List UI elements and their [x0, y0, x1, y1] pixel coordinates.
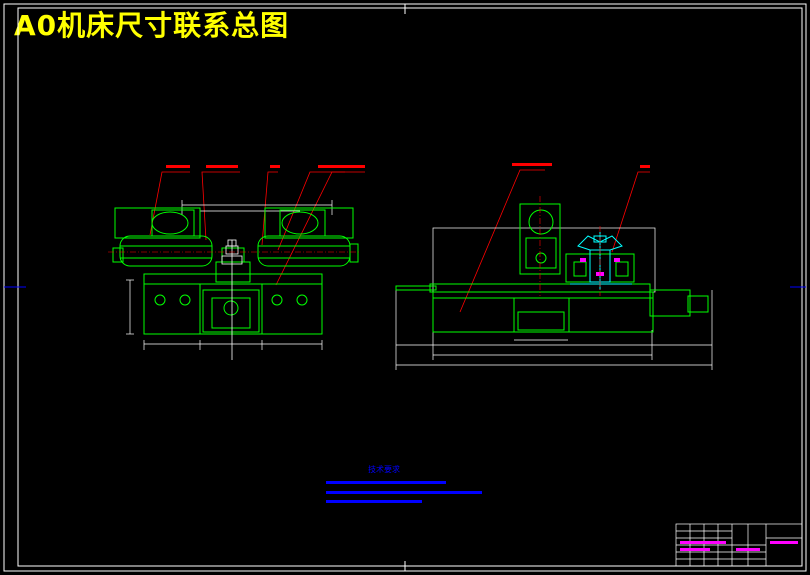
left-motor [114, 207, 201, 239]
right-motor [264, 207, 354, 239]
left-base [143, 273, 323, 335]
notes-lines [326, 481, 482, 503]
right-dimensions [395, 227, 713, 370]
technical-notes: 技术要求 [326, 464, 482, 503]
right-leader-labels [512, 163, 650, 168]
notes-heading: 技术要求 [368, 464, 400, 474]
drawing-title: A0机床尺寸联系总图 [14, 9, 290, 42]
drawing-frame [3, 3, 807, 572]
right-leaders [459, 169, 650, 313]
right-centerlines [539, 196, 601, 296]
left-top-dimensions [181, 200, 333, 215]
outer-frame [3, 3, 807, 572]
left-machine-parts [112, 207, 359, 335]
left-bottom-dimensions [126, 279, 323, 350]
right-view [395, 163, 713, 370]
right-machine-parts [395, 203, 709, 333]
left-leader-labels [166, 165, 365, 168]
left-view [108, 165, 365, 360]
left-leaders [149, 171, 365, 286]
left-fixture [221, 239, 243, 360]
right-fixture [570, 232, 632, 290]
title-block [675, 523, 803, 567]
title-block-marks [680, 541, 798, 551]
